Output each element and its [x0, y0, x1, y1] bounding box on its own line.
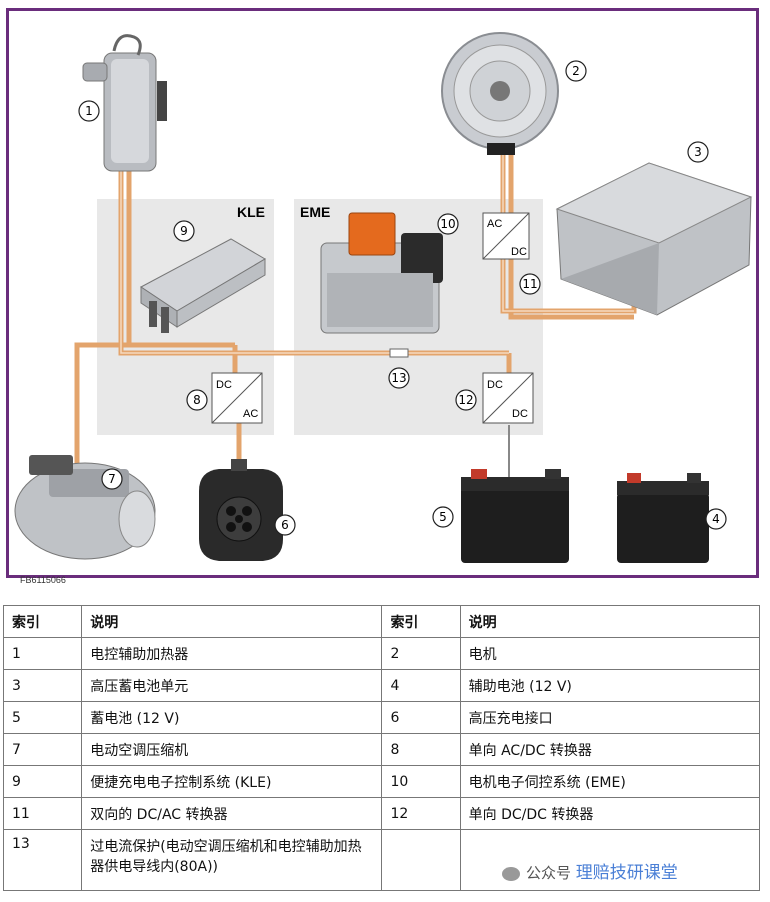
table-cell: 7	[2, 733, 83, 766]
table-cell: 9	[2, 765, 83, 798]
svg-text:DC: DC	[512, 408, 528, 420]
table-cell: 蓄电池 (12 V)	[81, 701, 383, 734]
table-row: 9 便捷充电电子控制系统 (KLE) 10 电机电子伺控系统 (EME)	[2, 765, 761, 798]
battery-12v-illustration	[461, 469, 569, 563]
svg-text:DC: DC	[216, 379, 232, 391]
table-cell: 11	[2, 797, 83, 830]
converter-ac-dc-top: AC DC	[482, 212, 530, 260]
table-cell	[459, 829, 761, 891]
electric-motor-illustration	[441, 32, 559, 155]
svg-text:DC: DC	[511, 246, 527, 258]
table-cell: 电动空调压缩机	[81, 733, 383, 766]
svg-text:7: 7	[108, 472, 116, 486]
header-index: 索引	[381, 605, 461, 638]
table-cell: 便捷充电电子控制系统 (KLE)	[81, 765, 383, 798]
table-cell: 5	[2, 701, 83, 734]
legend-table: 索引 说明 索引 说明 1 电控辅助加热器 2 电机 3 高压蓄电池单元 4 辅…	[2, 605, 761, 891]
table-row: 5 蓄电池 (12 V) 6 高压充电接口	[2, 701, 761, 734]
svg-text:DC: DC	[487, 379, 503, 391]
table-cell: 6	[381, 701, 461, 734]
svg-text:3: 3	[694, 145, 702, 159]
diagram-canvas: KLE EME AC DC DC AC	[14, 32, 753, 563]
svg-text:1: 1	[85, 104, 93, 118]
table-cell: 3	[2, 669, 83, 702]
table-row: 13 过电流保护(电动空调压缩机和电控辅助加热器供电导线内(80A))	[2, 829, 761, 891]
table-cell: 2	[381, 637, 461, 670]
callout-8: 8	[186, 389, 208, 411]
table-cell: 电机电子伺控系统 (EME)	[459, 765, 761, 798]
table-cell: 8	[381, 733, 461, 766]
callout-4: 4	[705, 508, 727, 530]
header-description: 说明	[81, 605, 383, 638]
table-cell: 单向 DC/DC 转换器	[459, 797, 761, 830]
svg-text:5: 5	[439, 510, 447, 524]
svg-text:AC: AC	[243, 408, 258, 420]
callout-3: 3	[687, 141, 709, 163]
ac-compressor-illustration	[14, 455, 156, 560]
eme-unit-illustration	[320, 212, 443, 334]
table-cell: 过电流保护(电动空调压缩机和电控辅助加热器供电导线内(80A))	[81, 829, 383, 891]
table-cell: 高压充电接口	[459, 701, 761, 734]
callout-5: 5	[432, 506, 454, 528]
system-diagram: KLE EME AC DC DC AC	[6, 8, 759, 585]
converter-dc-dc-12: DC DC	[482, 372, 534, 424]
hv-battery-illustration	[555, 162, 753, 316]
table-cell: 电控辅助加热器	[81, 637, 383, 670]
svg-text:12: 12	[458, 393, 473, 407]
header-description: 说明	[459, 605, 761, 638]
callout-6: 6	[274, 514, 296, 536]
eme-panel-label: EME	[300, 204, 330, 220]
table-row: 7 电动空调压缩机 8 单向 AC/DC 转换器	[2, 733, 761, 766]
wechat-watermark: 公众号 理赔技研课堂	[502, 858, 678, 883]
callout-13: 13	[388, 367, 410, 389]
kle-unit-illustration	[140, 238, 266, 333]
auxiliary-heater-illustration	[82, 34, 167, 172]
table-header-row: 索引 说明 索引 说明	[2, 605, 761, 638]
document-code: FB6115066	[20, 575, 66, 585]
callout-7: 7	[101, 468, 123, 490]
table-cell	[381, 829, 461, 891]
table-cell: 13	[2, 829, 83, 891]
table-row: 11 双向的 DC/AC 转换器 12 单向 DC/DC 转换器	[2, 797, 761, 830]
callout-10: 10	[437, 213, 459, 235]
wechat-icon	[502, 866, 520, 881]
callout-11: 11	[519, 273, 541, 295]
watermark-brand: 理赔技研课堂	[575, 863, 678, 883]
callout-12: 12	[455, 389, 477, 411]
table-row: 3 高压蓄电池单元 4 辅助电池 (12 V)	[2, 669, 761, 702]
charging-socket-illustration	[199, 459, 283, 561]
svg-text:9: 9	[180, 224, 188, 238]
callout-2: 2	[565, 60, 587, 82]
callout-1: 1	[78, 100, 100, 122]
table-cell: 12	[381, 797, 461, 830]
table-cell: 辅助电池 (12 V)	[459, 669, 761, 702]
svg-text:6: 6	[281, 518, 289, 532]
table-row: 1 电控辅助加热器 2 电机	[2, 637, 761, 670]
header-index: 索引	[2, 605, 83, 638]
fuse	[389, 348, 409, 358]
svg-text:10: 10	[440, 217, 455, 231]
table-cell: 1	[2, 637, 83, 670]
table-cell: 单向 AC/DC 转换器	[459, 733, 761, 766]
svg-text:4: 4	[712, 512, 720, 526]
kle-panel-label: KLE	[237, 204, 265, 220]
table-cell: 双向的 DC/AC 转换器	[81, 797, 383, 830]
auxiliary-battery-illustration	[617, 473, 709, 563]
svg-text:2: 2	[572, 64, 580, 78]
table-cell: 高压蓄电池单元	[81, 669, 383, 702]
svg-text:11: 11	[522, 277, 537, 291]
svg-text:13: 13	[391, 371, 406, 385]
svg-text:AC: AC	[487, 218, 502, 230]
watermark-prefix: 公众号	[526, 864, 572, 882]
converter-dc-ac-8: DC AC	[211, 372, 263, 424]
callout-9: 9	[173, 220, 195, 242]
svg-text:8: 8	[193, 393, 201, 407]
table-cell: 4	[381, 669, 461, 702]
table-cell: 电机	[459, 637, 761, 670]
table-cell: 10	[381, 765, 461, 798]
